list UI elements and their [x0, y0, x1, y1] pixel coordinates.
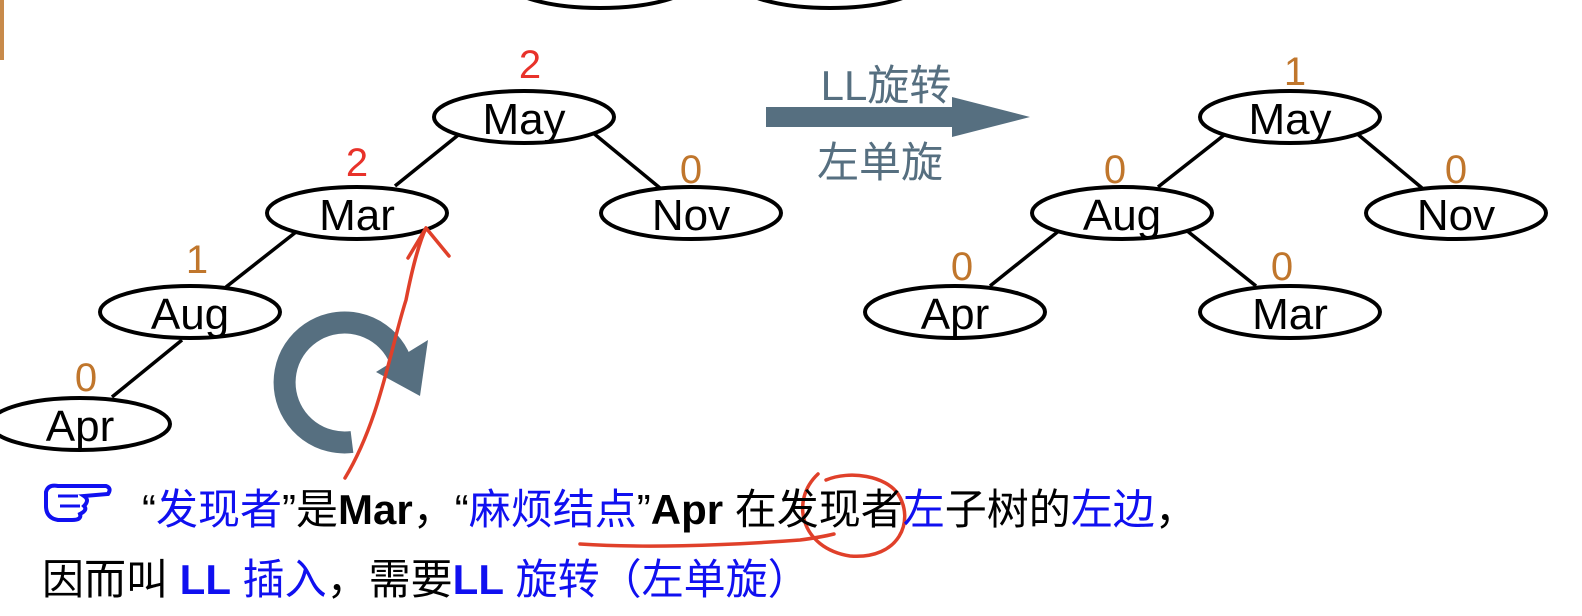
balance-factor: 2 [346, 141, 368, 185]
node-label: Nov [652, 191, 730, 240]
term-left: 左 [902, 486, 945, 533]
node-label: Nov [1417, 191, 1495, 240]
edge [224, 230, 298, 289]
node-nov [599, 185, 783, 241]
edge [590, 130, 662, 190]
balance-factor: 0 [1271, 245, 1293, 289]
node-apr [863, 284, 1047, 340]
cropped-node [527, 0, 673, 10]
caption-line-2: 因而叫 LL 插入，需要LL 旋转（左单旋） [42, 550, 810, 610]
caption-text: ，需要 [326, 556, 453, 603]
pointing-hand-icon [44, 483, 112, 522]
arrow-bottom-label: 左单旋 [817, 139, 943, 186]
node-aug [1030, 185, 1214, 241]
node-label: Aug [151, 290, 229, 339]
balance-factor: 0 [951, 245, 973, 289]
node-label: Mar [319, 191, 395, 240]
balance-factor: 0 [680, 148, 702, 192]
annotation-arrow [343, 226, 451, 480]
term-left-side: 左边 [1070, 486, 1155, 533]
edge [1156, 130, 1230, 189]
caption-text: 子树的 [944, 486, 1071, 533]
caption-text: 在发现者 [723, 486, 903, 533]
edge [1184, 228, 1258, 288]
node-label: Mar [1252, 290, 1328, 339]
node-may [1198, 89, 1382, 145]
term-ll: LL [452, 556, 504, 603]
quote-close-is: ”是 [282, 486, 339, 533]
term-mar: Mar [338, 486, 413, 533]
term-ll: LL [179, 556, 231, 603]
annotation-marks [578, 472, 907, 558]
node-may [432, 89, 616, 145]
term-rotation: 旋转（左单旋） [503, 556, 810, 603]
term-apr: Apr [650, 486, 724, 533]
balance-factor: 0 [1104, 148, 1126, 192]
caption-line-1: “发现者”是Mar，“麻烦结点”Apr 在发现者左子树的左边， [42, 480, 1197, 540]
node-label: May [482, 95, 565, 144]
node-mar [265, 185, 449, 241]
node-nov [1364, 185, 1548, 241]
before-tree: May Mar Nov Aug Apr 2 2 0 1 0 [0, 43, 783, 452]
balance-factor: 2 [519, 43, 541, 87]
caption-text: 因而叫 [42, 556, 180, 603]
quote-close: ” [636, 486, 651, 533]
cropped-node [757, 0, 903, 10]
node-mar [1198, 284, 1382, 340]
balance-factor: 0 [75, 356, 97, 400]
caption-text: ， [1154, 486, 1197, 533]
balance-factor: 1 [1284, 50, 1306, 94]
node-label: Apr [46, 402, 114, 451]
node-apr [0, 396, 172, 452]
term-trouble-node: 麻烦结点 [468, 486, 637, 533]
rotate-clockwise-icon [273, 311, 428, 454]
node-aug [98, 284, 282, 340]
edge [110, 338, 184, 399]
node-label: May [1248, 95, 1331, 144]
quote-open: “ [142, 486, 156, 533]
quote-open: “ [454, 486, 469, 533]
rotation-arrow: LL旋转 左单旋 [766, 62, 1030, 186]
after-tree: May Aug Nov Apr Mar 1 0 0 0 0 [863, 50, 1548, 340]
term-insert: 插入 [230, 556, 327, 603]
margin-bar [0, 0, 4, 60]
edge [988, 228, 1062, 288]
balance-factor: 0 [1445, 148, 1467, 192]
term-discoverer: 发现者 [156, 486, 283, 533]
balance-factor: 1 [186, 238, 208, 282]
edge [1353, 130, 1424, 190]
edge [393, 130, 464, 188]
separator: ， [412, 486, 455, 533]
node-label: Aug [1083, 191, 1161, 240]
arrow-top-label: LL旋转 [821, 62, 952, 109]
node-label: Apr [921, 290, 989, 339]
